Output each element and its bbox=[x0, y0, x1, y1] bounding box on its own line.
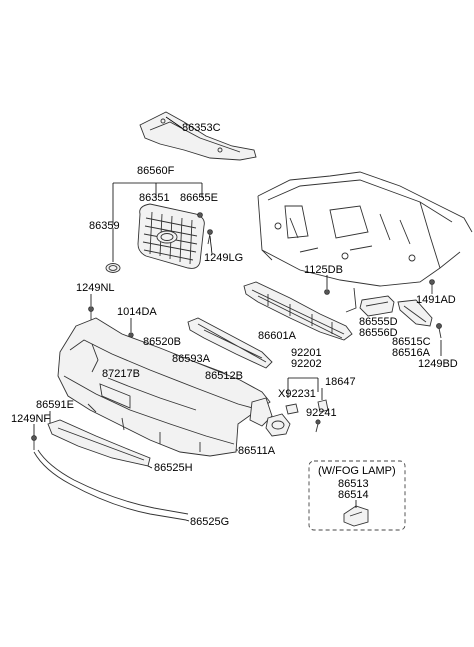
bolt-1249BD bbox=[436, 323, 442, 339]
label-86516A: 86516A bbox=[392, 347, 431, 359]
lower-grille-87217B bbox=[99, 383, 131, 409]
label-86520B: 86520B bbox=[143, 336, 181, 348]
label-86525H: 86525H bbox=[154, 462, 193, 474]
leader-86525G bbox=[185, 519, 190, 522]
bumper-beam-86601A bbox=[243, 281, 353, 341]
clip-86655E bbox=[197, 212, 203, 218]
fog-lamp-assembly bbox=[265, 413, 291, 437]
socket-18647 bbox=[317, 399, 329, 413]
label-86593A: 86593A bbox=[172, 353, 211, 365]
leader-86525H bbox=[147, 465, 153, 469]
fog-lamp-title: (W/FOG LAMP) bbox=[318, 465, 396, 477]
label-86655E: 86655E bbox=[180, 192, 218, 204]
label-86511A: 86511A bbox=[238, 445, 276, 457]
fog-lamp-cover-86513 bbox=[343, 505, 369, 527]
label-86512B: 86512B bbox=[205, 370, 243, 382]
fastener-1491AD bbox=[429, 279, 435, 294]
bracket-92201 bbox=[287, 377, 319, 398]
label-86515C: 86515C bbox=[392, 336, 431, 348]
label-1125DB: 1125DB bbox=[304, 264, 343, 276]
radiator-grille-86351 bbox=[137, 203, 205, 269]
label-86353C: 86353C bbox=[182, 122, 221, 134]
label-92202: 92202 bbox=[291, 358, 322, 370]
lower-molding-86525H bbox=[47, 419, 151, 467]
label-87217B: 87217B bbox=[102, 368, 140, 380]
grille-strip-86512B bbox=[187, 317, 273, 369]
label-86591E: 86591E bbox=[36, 399, 74, 411]
screw-92241 bbox=[315, 419, 321, 433]
label-86514: 86514 bbox=[338, 489, 369, 501]
label-86351: 86351 bbox=[139, 192, 170, 204]
emblem-86359 bbox=[105, 263, 121, 273]
radiator-cover-86353C bbox=[139, 111, 257, 161]
screw-1249LG bbox=[207, 229, 213, 245]
leader-1249LG bbox=[209, 235, 213, 255]
bolt-1125DB bbox=[324, 289, 330, 295]
label-86513: 86513 bbox=[338, 478, 369, 490]
label-86556D: 86556D bbox=[359, 327, 398, 339]
label-92241: 92241 bbox=[306, 407, 337, 419]
front-body-structure bbox=[257, 171, 473, 313]
label-1249NF: 1249NF bbox=[11, 413, 50, 425]
label-1014DA: 1014DA bbox=[117, 306, 157, 318]
label-86560F: 86560F bbox=[137, 165, 175, 177]
label-86359: 86359 bbox=[89, 220, 120, 232]
leader-86353C bbox=[165, 116, 183, 129]
bracket-86555D bbox=[359, 295, 395, 317]
fog-lamp-option-box bbox=[308, 460, 406, 531]
label-86525G: 86525G bbox=[190, 516, 229, 528]
label-92201: 92201 bbox=[291, 347, 322, 359]
screw-1249NF bbox=[31, 435, 37, 450]
label-18647: 18647 bbox=[325, 376, 356, 388]
lip-molding-86525G bbox=[33, 449, 189, 521]
bracket-86560F bbox=[112, 182, 203, 225]
label-1491AD: 1491AD bbox=[416, 294, 456, 306]
label-1249LG: 1249LG bbox=[204, 252, 243, 264]
label-86555D: 86555D bbox=[359, 316, 398, 328]
bulb-X92231 bbox=[285, 403, 299, 415]
label-1249BD: 1249BD bbox=[418, 358, 458, 370]
label-1249NL: 1249NL bbox=[76, 282, 115, 294]
label-X92231: X92231 bbox=[278, 388, 316, 400]
bracket-86515C bbox=[397, 299, 433, 327]
bumper-cover-86511A bbox=[57, 317, 273, 457]
label-86601A: 86601A bbox=[258, 330, 297, 342]
